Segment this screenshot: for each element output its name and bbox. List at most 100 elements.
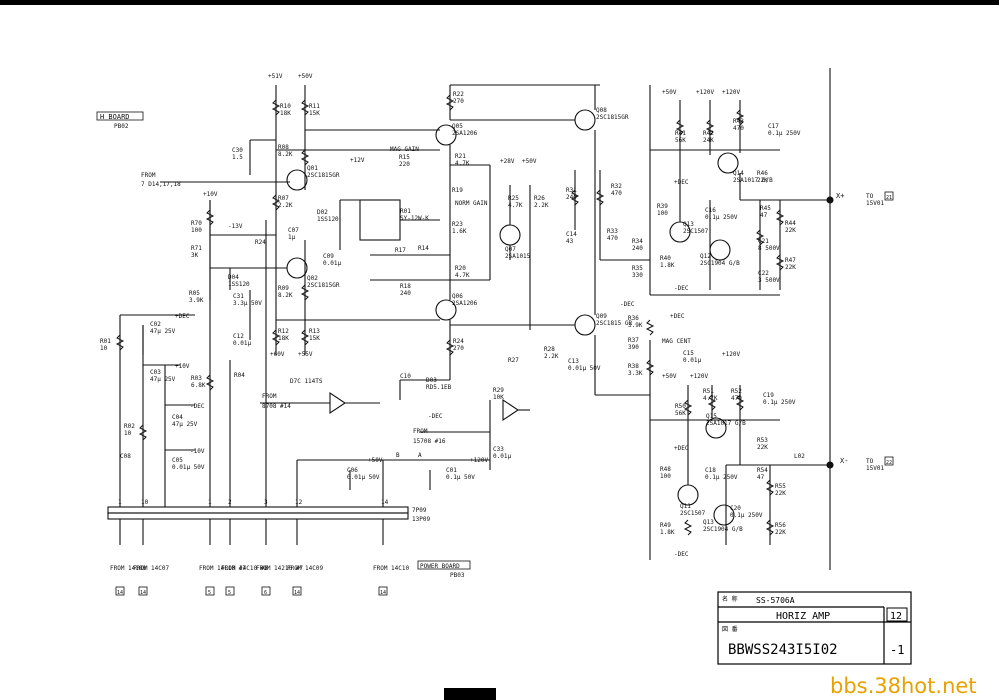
ry01-label: R01 xyxy=(400,208,411,215)
q06-transistor xyxy=(435,299,457,321)
r32-label: R32 xyxy=(611,183,622,190)
r13-val: 15K xyxy=(309,335,320,342)
r48-label: R48 xyxy=(660,466,671,473)
c05-label: C05 xyxy=(172,457,183,464)
c16-label: C16 xyxy=(705,207,716,214)
mag-gain-label: MAG GAIN xyxy=(390,146,419,153)
r29-label: R29 xyxy=(493,387,504,394)
rail-55v: +55V xyxy=(298,351,313,358)
r14-label: R14 xyxy=(418,245,429,252)
d03-label: D03 xyxy=(426,377,437,384)
r02-val: 10 xyxy=(124,430,132,437)
from-14c10-c: FROM 14210 #7 xyxy=(256,565,303,572)
q12-label: Q12 xyxy=(700,253,711,260)
c18-label: C18 xyxy=(705,467,716,474)
r45-val: 47 xyxy=(760,212,768,219)
rail-60v: +60V xyxy=(270,351,285,358)
l02-label: L02 xyxy=(794,453,805,460)
ry01-val: SY-12W-K xyxy=(400,215,429,222)
c33-val: 0.01µ xyxy=(493,453,511,460)
r54-label: R54 xyxy=(757,467,768,474)
r23-val: 1.6K xyxy=(452,228,467,235)
box-14d: 14 xyxy=(380,590,386,596)
r37-label: R37 xyxy=(628,337,639,344)
r07-val: 2.2K xyxy=(278,202,293,209)
r05-label: R05 xyxy=(189,290,200,297)
c04-label: C04 xyxy=(172,414,183,421)
r21-label: R21 xyxy=(455,153,466,160)
r44-val: 22K xyxy=(785,227,796,234)
top-border-rule xyxy=(0,0,999,5)
rail-10v-b: +10V xyxy=(175,363,190,370)
c15-val: 0.01µ xyxy=(683,357,701,364)
r37-val: 390 xyxy=(628,344,639,351)
c09-val: 0.01µ xyxy=(323,260,341,267)
r52-val: 470 xyxy=(731,395,742,402)
from-q01-sub: 7 D14,17,18 xyxy=(141,181,181,188)
c18-val: 0.1µ 250V xyxy=(705,474,738,481)
box-14b: 14 xyxy=(140,590,146,596)
c33-label: C33 xyxy=(493,446,504,453)
c06-label: C06 xyxy=(347,467,358,474)
r51-label: R51 xyxy=(703,388,714,395)
q09-part: 2SC1815 GR xyxy=(596,320,633,327)
h-board-label: H BOARD xyxy=(100,113,130,121)
r35-val: 330 xyxy=(632,272,643,279)
q13b-part: 2SC1904 G/B xyxy=(703,526,743,533)
q06-label: Q06 xyxy=(452,293,463,300)
node-b: B xyxy=(396,452,400,459)
q12-part: 2SC1904 G/B xyxy=(700,260,740,267)
q02-part: 2SC1815GR xyxy=(307,282,340,289)
from-14c08: FROM 14C08 xyxy=(110,565,147,572)
r22-val: 270 xyxy=(453,98,464,105)
bus-13p09: 13P09 xyxy=(412,516,430,523)
r20-val: 4.7K xyxy=(455,272,470,279)
r40-val: 1.8K xyxy=(660,262,675,269)
c02-label: C02 xyxy=(150,321,161,328)
q01-part: 2SC1815GR xyxy=(307,172,340,179)
r43-label: R43 xyxy=(733,118,744,125)
r31-val: 240 xyxy=(566,194,577,201)
pin-1b: 1 xyxy=(208,499,212,506)
r32-val: 470 xyxy=(611,190,622,197)
c07-val: 1µ xyxy=(288,234,296,241)
r33-label: R33 xyxy=(607,228,618,235)
rail-12v: +12V xyxy=(350,157,365,164)
mag-cent-label: MAG CENT xyxy=(662,338,691,345)
rail-50v-b: +50V xyxy=(522,158,537,165)
c02-val: 47µ 25V xyxy=(150,328,176,335)
d03-val: RD5.1EB xyxy=(426,384,452,391)
q13-label: Q13 xyxy=(683,221,694,228)
c30-label: C30 xyxy=(232,147,243,154)
c07-label: C07 xyxy=(288,227,299,234)
from-q02-label: FROM xyxy=(262,393,277,400)
watermark-text: bbs.38hot.net xyxy=(830,674,977,698)
q11-transistor xyxy=(677,484,699,506)
q13b-label: Q13 xyxy=(703,519,714,526)
rail-28v: +28V xyxy=(500,158,515,165)
d02-label: D02 xyxy=(317,209,328,216)
rail-120v-r3: +120V xyxy=(690,373,708,380)
r05-val: 3.9K xyxy=(189,297,204,304)
q13-part: 2SC1507 xyxy=(683,228,709,235)
r40-label: R40 xyxy=(660,255,671,262)
from-q02b-label: FROM xyxy=(413,428,428,435)
q09-transistor xyxy=(574,314,596,336)
r52-label: R52 xyxy=(731,388,742,395)
title-name-label: 名 称 xyxy=(722,595,738,603)
r02-label: R02 xyxy=(124,423,135,430)
pb03-label: PB03 xyxy=(450,572,465,579)
r17-label: R17 xyxy=(395,247,406,254)
norm-gain-label: NORM GAIN xyxy=(455,200,488,207)
c20-label: C20 xyxy=(730,505,741,512)
q14-part: 2SA1017 G/B xyxy=(733,177,773,184)
q07-part: 2SA1015 xyxy=(505,253,531,260)
rail-120v-r4: +120V xyxy=(722,351,740,358)
to-x-plus: TO xyxy=(866,193,874,200)
r46-val: 22K xyxy=(757,177,768,184)
c13-val: 0.01µ 50V xyxy=(568,365,601,372)
pin-10: 10 xyxy=(141,499,149,506)
r01-val: 10 xyxy=(100,345,108,352)
q02-transistor xyxy=(286,257,308,279)
c04-val: 47µ 25V xyxy=(172,421,198,428)
